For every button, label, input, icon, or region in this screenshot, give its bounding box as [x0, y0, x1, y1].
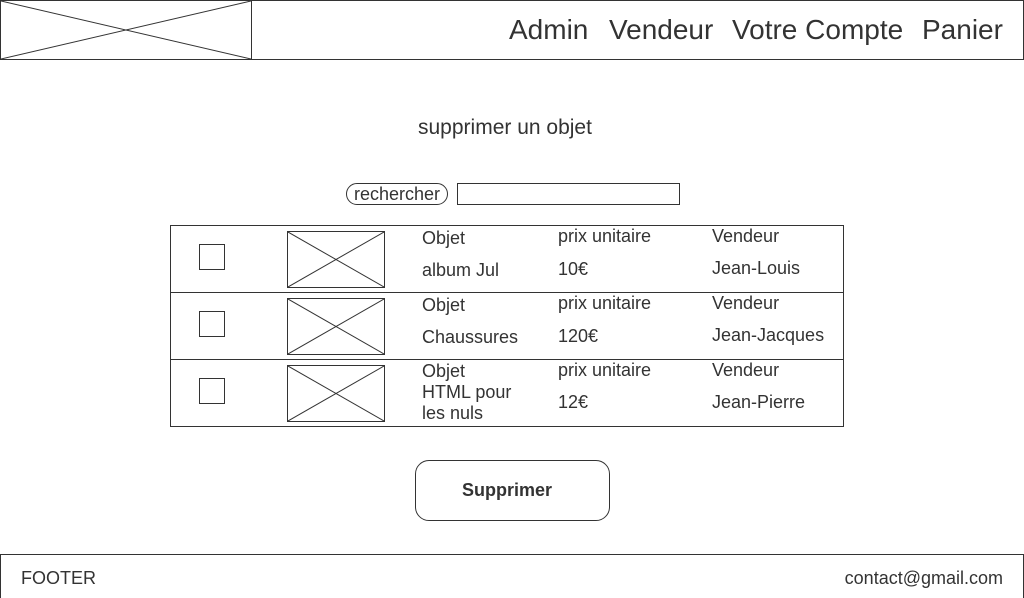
- nav-votre-compte[interactable]: Votre Compte: [732, 14, 904, 45]
- product-image-placeholder: [287, 298, 385, 355]
- price-value: 12€: [558, 392, 589, 412]
- footer-contact-email[interactable]: contact@gmail.com: [844, 568, 1003, 588]
- items-table: Objet album Jul prix unitaire 10€ Vendeu…: [170, 225, 844, 427]
- row-select-checkbox[interactable]: [199, 378, 225, 404]
- price-label: prix unitaire: [558, 226, 652, 246]
- nav-vendeur[interactable]: Vendeur: [609, 14, 714, 45]
- price-value: 120€: [558, 326, 599, 346]
- object-label: Objet: [422, 295, 466, 315]
- delete-button[interactable]: Supprimer: [415, 460, 610, 521]
- nav-admin[interactable]: Admin: [509, 14, 589, 45]
- product-image-placeholder: [287, 231, 385, 288]
- object-label: Objet: [422, 361, 466, 381]
- price-value: 10€: [558, 259, 589, 279]
- object-name: HTML pour les nuls: [422, 382, 512, 423]
- object-name: Chaussures: [422, 327, 519, 347]
- page-title: supprimer un objet: [418, 116, 592, 139]
- logo-image-placeholder: [1, 1, 252, 59]
- table-row: Objet album Jul prix unitaire 10€ Vendeu…: [170, 225, 844, 293]
- object-label: Objet: [422, 228, 466, 248]
- product-image-placeholder: [287, 365, 385, 422]
- nav-panier[interactable]: Panier: [922, 14, 1003, 45]
- search-button[interactable]: rechercher: [346, 183, 448, 205]
- seller-label: Vendeur: [712, 226, 780, 246]
- price-label: prix unitaire: [558, 360, 652, 380]
- seller-label: Vendeur: [712, 360, 780, 380]
- object-name: album Jul: [422, 260, 500, 280]
- seller-name: Jean-Jacques: [712, 325, 825, 345]
- seller-name: Jean-Pierre: [712, 392, 806, 412]
- row-select-checkbox[interactable]: [199, 244, 225, 270]
- price-label: prix unitaire: [558, 293, 652, 313]
- footer: FOOTER contact@gmail.com: [0, 554, 1024, 598]
- seller-name: Jean-Louis: [712, 258, 801, 278]
- table-row: Objet Chaussures prix unitaire 120€ Vend…: [170, 292, 844, 360]
- seller-label: Vendeur: [712, 293, 780, 313]
- search-input[interactable]: [457, 183, 680, 205]
- table-row: Objet HTML pour les nuls prix unitaire 1…: [170, 359, 844, 427]
- footer-label: FOOTER: [21, 568, 96, 588]
- row-select-checkbox[interactable]: [199, 311, 225, 337]
- header: Admin Vendeur Votre Compte Panier: [0, 0, 1024, 60]
